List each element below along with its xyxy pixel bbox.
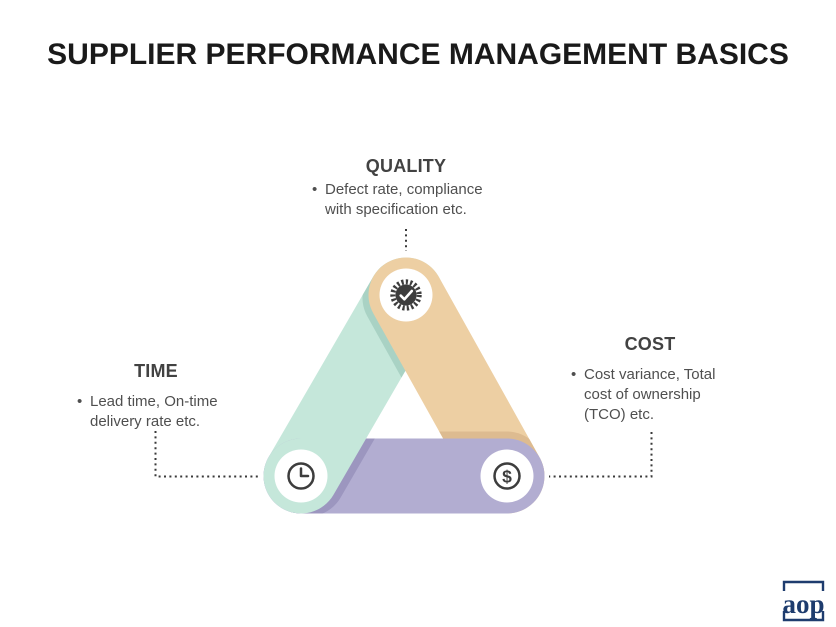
brand-logo: aop	[782, 580, 825, 622]
clock-icon	[287, 462, 315, 490]
time-heading: TIME	[134, 361, 178, 381]
cost-icon-circle	[480, 449, 534, 503]
quality-bullet: Defect rate, compliance with specificati…	[311, 180, 507, 220]
cost-heading: COST	[624, 334, 676, 354]
time-bullet-list: Lead time, On-time delivery rate etc.	[76, 392, 238, 432]
time-connector-dotted	[154, 431, 260, 478]
dollar-glyph: $	[502, 466, 512, 486]
badge-check-icon	[390, 279, 422, 311]
dollar-circle-icon: $	[493, 462, 521, 490]
time-bar-endcap	[263, 257, 444, 514]
quality-bullet-list: Defect rate, compliance with specificati…	[311, 180, 507, 220]
logo-bracket-top	[782, 580, 825, 591]
cost-bullet-list: Cost variance, Total cost of ownership (…	[570, 365, 742, 425]
logo-text: aop	[782, 589, 824, 619]
page-title: SUPPLIER PERFORMANCE MANAGEMENT BASICS	[47, 38, 789, 71]
quality-heading: QUALITY	[365, 156, 447, 176]
cost-bullet: Cost variance, Total cost of ownership (…	[570, 365, 742, 425]
time-bullet: Lead time, On-time delivery rate etc.	[76, 392, 238, 432]
cost-connector-dotted	[549, 432, 653, 478]
logo-bracket-bottom	[782, 611, 825, 622]
